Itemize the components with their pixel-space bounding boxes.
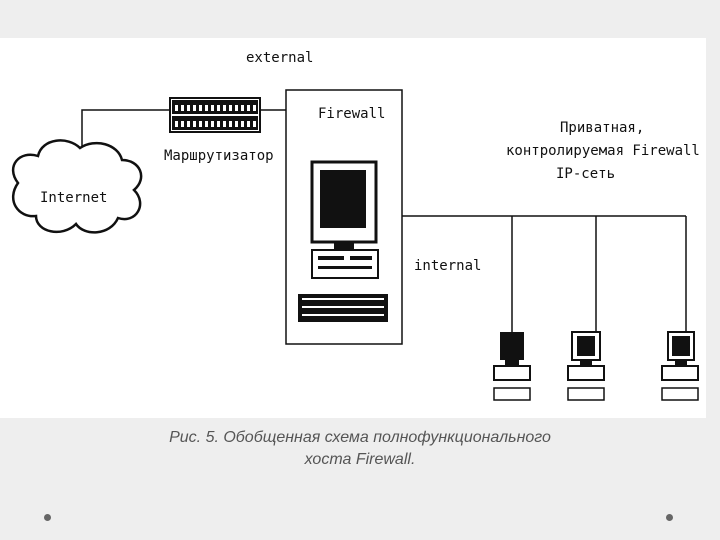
router-port [175,121,178,127]
workstation-1 [493,332,531,401]
figure-caption: Рис. 5. Обобщенная схема полнофункционал… [60,427,660,471]
router-port [181,121,184,127]
router-port [211,105,214,111]
router-port [241,121,244,127]
router-port [223,105,226,111]
router-port [229,105,232,111]
router-port [205,105,208,111]
caption-line-2: хоста Firewall. [304,451,416,468]
router-port [193,105,196,111]
external-label: external [246,50,313,66]
firewall-label: Firewall [318,106,385,122]
router-port [247,105,250,111]
router-device [169,97,261,133]
router-port [241,105,244,111]
network-diagram: Internet Маршрутизатор external Firewall [11,50,700,401]
internal-label: internal [414,258,481,274]
router-port [187,121,190,127]
firewall-computer [298,160,388,322]
private-net-label-line-1: Приватная, [560,120,644,136]
router-ports [175,105,256,127]
router-port [217,121,220,127]
router-port [235,105,238,111]
router-port [187,105,190,111]
router-label: Маршрутизатор [164,148,274,164]
router-port [217,105,220,111]
workstation-3 [661,331,699,401]
internet-label: Internet [40,190,107,206]
router-port [253,121,256,127]
router-port [253,105,256,111]
workstation-2 [567,331,605,401]
bullet-dot-left [44,514,51,521]
router-port [223,121,226,127]
caption-line-1: Рис. 5. Обобщенная схема полнофункционал… [169,429,551,446]
router-port [247,121,250,127]
internet-cloud [11,139,143,234]
router-port [181,105,184,111]
router-port [211,121,214,127]
router-port [175,105,178,111]
router-port [199,105,202,111]
private-net-label-line-2: контролируемая Firewall [506,143,700,159]
network-diagram-panel: Internet Маршрутизатор external Firewall [0,38,706,418]
private-net-label-line-3: IP-сеть [556,166,615,182]
router-port [199,121,202,127]
router-port [229,121,232,127]
internet-router-link [81,109,172,146]
router-port [205,121,208,127]
router-port [193,121,196,127]
bullet-dot-right [666,514,673,521]
router-port [235,121,238,127]
